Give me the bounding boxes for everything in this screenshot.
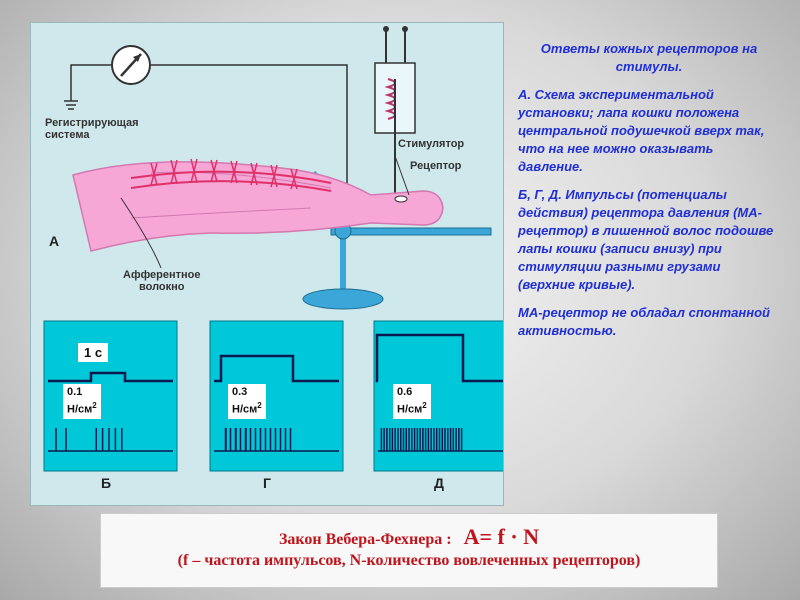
- description-text: Ответы кожных рецепторов на стимулы. А. …: [518, 40, 780, 350]
- receptor-label: Рецептор: [410, 160, 462, 172]
- law-name: Закон Вебера-Фехнера :: [278, 531, 452, 548]
- recording-gauge-icon: [64, 45, 348, 189]
- panel-a-label: А: [49, 233, 60, 249]
- pressure-label-b: 0.1 Н/см2: [63, 384, 101, 419]
- law-formula: A= f · N: [463, 524, 540, 549]
- stimulator-icon: [374, 26, 416, 198]
- figure-panel: Регистрирующая система Стимулятор Рецепт…: [30, 22, 504, 506]
- trace-panels: [43, 320, 503, 472]
- pressure-value-d: 0.6: [397, 386, 413, 398]
- law-box: Закон Вебера-Фехнера : A= f · N (f – час…: [100, 513, 718, 588]
- law-title: Закон Вебера-Фехнера : A= f · N: [101, 524, 717, 550]
- description-paragraph-a: А. Схема экспериментальной установки; ла…: [518, 87, 765, 174]
- law-explanation: (f – частота импульсов, N-количество вов…: [177, 552, 641, 569]
- stimulus-curve-b: [48, 371, 173, 383]
- pressure-unit-b: Н/см: [67, 403, 93, 416]
- pressure-unit-d: Н/см: [397, 403, 423, 416]
- stimulator-label: Стимулятор: [398, 138, 465, 150]
- pressure-value-b: 0.1: [67, 386, 83, 398]
- trace-letter-b: Б: [101, 475, 112, 491]
- cat-leg: [72, 161, 444, 252]
- afferent-fiber: [120, 158, 332, 269]
- pressure-label-g: 0.3 Н/см2: [228, 384, 266, 419]
- pressure-unit-g: Н/см: [232, 403, 258, 416]
- time-scale-badge: 1 с: [78, 343, 109, 362]
- trace-letter-g: Г: [263, 475, 271, 491]
- pressure-value-g: 0.3: [232, 386, 248, 398]
- stimulus-curve-g: [214, 354, 339, 383]
- afferent-fiber-label: Афферентное волокно: [123, 269, 201, 293]
- trace-letter-d: Д: [434, 475, 444, 491]
- recording-system-label: Регистрирующая система: [45, 117, 139, 141]
- pressure-unit-exp-d: 2: [422, 401, 427, 410]
- pressure-unit-exp-b: 2: [92, 401, 97, 410]
- description-title: Ответы кожных рецепторов на стимулы.: [540, 41, 758, 74]
- pressure-label-d: 0.6 Н/см2: [393, 384, 431, 419]
- experiment-diagram: [43, 26, 503, 472]
- description-paragraph-bgd: Б, Г, Д. Импульсы (потенциалы действия) …: [518, 187, 774, 292]
- pressure-unit-exp-g: 2: [257, 401, 262, 410]
- stimulus-curve-d: [375, 333, 503, 383]
- description-paragraph-note: МА-рецептор не обладал спонтанной активн…: [518, 305, 770, 338]
